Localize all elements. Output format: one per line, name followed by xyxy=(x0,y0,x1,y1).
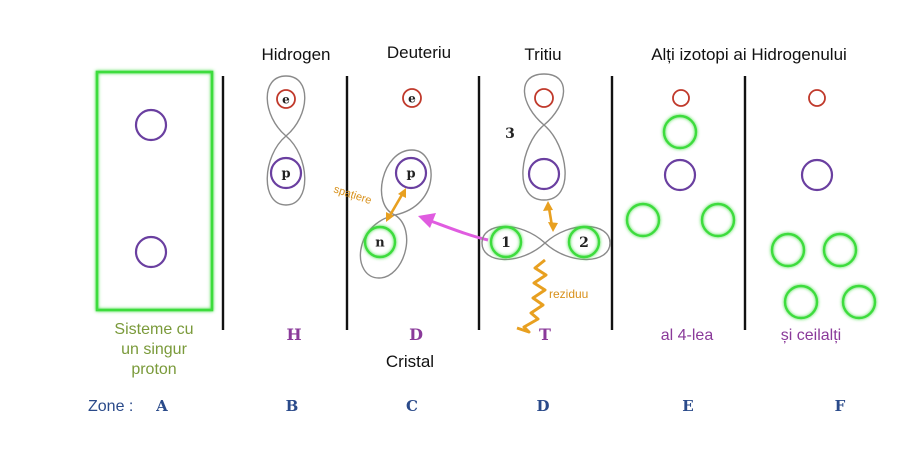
magenta-transfer-arrowhead xyxy=(418,213,436,228)
header-other-isotopes: Alți izotopi ai Hidrogenului xyxy=(651,45,847,64)
zone-a-box xyxy=(95,70,214,312)
zone-letter-c: C xyxy=(406,397,418,415)
zone-a-caption-line-3: proton xyxy=(131,361,176,378)
tritium-neutron-2 xyxy=(567,225,601,259)
header-deuterium: Deuteriu xyxy=(387,43,451,62)
deuterium-spacing-arrowhead-bottom xyxy=(386,212,394,222)
zone-letter-b: B xyxy=(286,397,299,415)
tritium-symbol: T xyxy=(539,325,551,344)
hydrogen-proton xyxy=(269,156,303,190)
zone-a-caption-line-2: un singur xyxy=(121,341,187,358)
tritium-label-2: 2 xyxy=(579,235,589,251)
tritium-electron xyxy=(534,88,554,108)
tritium-proton xyxy=(527,157,561,191)
others-neutron-3 xyxy=(783,284,819,320)
zones-label: Zone : xyxy=(88,398,133,415)
hydrogen-symbol: H xyxy=(286,325,301,344)
residue-annotation: reziduu xyxy=(549,287,588,301)
tritium-label-1: 1 xyxy=(501,235,511,251)
fourth-proton xyxy=(663,158,697,192)
deuterium-neutron-label: n xyxy=(375,236,385,251)
fourth-neutron-left xyxy=(625,202,661,238)
deuterium-proton xyxy=(394,156,428,190)
fourth-isotope-label: al 4-lea xyxy=(661,327,714,344)
others-neutron-4 xyxy=(841,284,877,320)
tritium-spacing-arrowhead-top xyxy=(543,201,553,211)
zone-letter-e: E xyxy=(682,397,693,415)
deuterium-spacing-arrowhead-top xyxy=(398,188,406,198)
tritium-spacing-arrowhead-bottom xyxy=(548,222,558,232)
deuterium-spacing-arrow xyxy=(387,192,405,218)
tritium-vertical-orbit xyxy=(522,73,566,201)
zone-a-proton-top xyxy=(134,108,168,142)
others-label: și ceilalți xyxy=(781,327,841,344)
crystal-label: Cristal xyxy=(386,352,434,371)
residue-squiggle xyxy=(516,258,548,334)
hydrogen-electron-label: e xyxy=(282,93,290,107)
zone-a-caption-line-1: Sisteme cu xyxy=(114,321,193,338)
magenta-transfer-arrow xyxy=(427,218,489,242)
deuterium-symbol: D xyxy=(409,325,423,344)
others-neutron-2 xyxy=(822,232,858,268)
deuterium-proton-label: p xyxy=(406,167,415,182)
hydrogen-proton-label: p xyxy=(281,167,290,182)
others-electron xyxy=(808,89,826,107)
fourth-neutron-top xyxy=(662,114,698,150)
spacing-annotation: spațiere xyxy=(332,183,373,207)
tritium-label-3: 3 xyxy=(505,126,515,142)
hydrogen-electron xyxy=(276,89,296,109)
zone-letter-f: F xyxy=(835,397,846,415)
fourth-electron xyxy=(672,89,690,107)
fourth-neutron-right xyxy=(700,202,736,238)
zone-letter-a: A xyxy=(155,397,168,415)
hydrogen-orbit-figure-eight xyxy=(266,75,306,206)
zone-letter-d: D xyxy=(536,397,549,415)
others-proton xyxy=(800,158,834,192)
deuterium-orbit-figure-eight xyxy=(359,149,432,279)
header-hydrogen: Hidrogen xyxy=(262,45,331,64)
deuterium-electron-label: e xyxy=(408,92,416,106)
tritium-neutron-1 xyxy=(489,225,523,259)
zone-a-proton-bottom xyxy=(134,235,168,269)
deuterium-neutron xyxy=(363,225,397,259)
others-neutron-1 xyxy=(770,232,806,268)
tritium-horizontal-orbit xyxy=(481,225,611,261)
header-tritium: Tritiu xyxy=(524,45,561,64)
deuterium-electron xyxy=(402,88,422,108)
